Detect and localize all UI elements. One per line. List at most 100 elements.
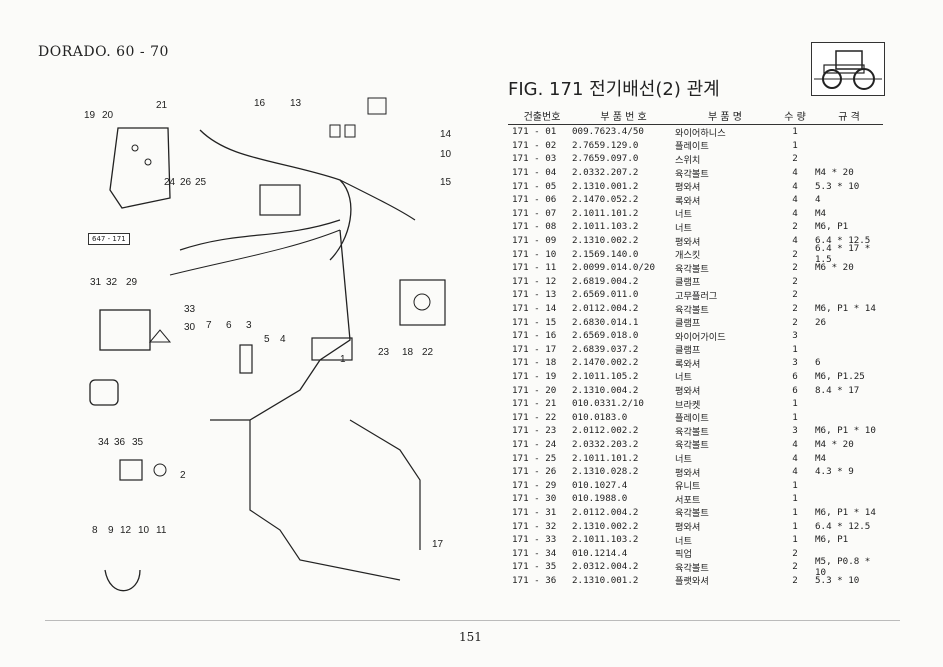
row-part-number: 2.0112.002.2: [572, 425, 639, 437]
row-code: 171 - 03: [512, 153, 557, 165]
callout-7: 7: [206, 320, 212, 331]
row-part-number: 2.6819.004.2: [572, 275, 639, 287]
row-spec: 6.4 * 12.5: [815, 520, 871, 532]
row-part-number: 2.1011.105.2: [572, 370, 639, 382]
row-part-name: 너트: [675, 222, 692, 234]
row-part-number: 2.1310.001.2: [572, 574, 639, 586]
row-spec: 5.3 * 10: [815, 574, 860, 586]
row-spec: M4 * 20: [815, 167, 854, 179]
callout-8: 8: [92, 525, 98, 536]
callout-33: 33: [184, 304, 196, 315]
row-quantity: 2: [792, 303, 798, 315]
row-part-number: 2.7659.129.0: [572, 139, 639, 151]
row-quantity: 2: [792, 221, 798, 233]
footer-divider: [45, 620, 900, 621]
callout-11: 11: [156, 525, 167, 536]
row-part-number: 2.1470.002.2: [572, 357, 639, 369]
row-code: 171 - 31: [512, 506, 557, 518]
callout-15: 15: [440, 177, 452, 188]
callout-12: 12: [120, 525, 132, 536]
row-part-name: 육각볼트: [675, 508, 709, 520]
row-quantity: 1: [792, 398, 798, 410]
row-spec: M6, P1 * 10: [815, 425, 876, 437]
callout-5: 5: [264, 334, 270, 345]
row-part-number: 2.0112.004.2: [572, 303, 639, 315]
row-code: 171 - 06: [512, 194, 557, 206]
row-code: 171 - 36: [512, 574, 557, 586]
row-code: 171 - 26: [512, 466, 557, 478]
callout-10: 10: [440, 149, 452, 160]
row-part-number: 2.1310.001.2: [572, 180, 639, 192]
callout-19: 19: [84, 110, 96, 121]
row-quantity: 3: [792, 357, 798, 369]
row-quantity: 4: [792, 194, 798, 206]
callout-1: 1: [340, 354, 346, 365]
callout-10b: 10: [138, 525, 150, 536]
row-quantity: 1: [792, 139, 798, 151]
row-quantity: 2: [792, 561, 798, 573]
row-quantity: 1: [792, 534, 798, 546]
row-quantity: 1: [792, 343, 798, 355]
row-quantity: 4: [792, 180, 798, 192]
row-quantity: 2: [792, 574, 798, 586]
row-part-name: 와이어가이드: [675, 331, 726, 343]
row-part-name: 클램프: [675, 277, 701, 289]
callout-18: 18: [402, 347, 414, 358]
row-part-number: 2.6569.018.0: [572, 330, 639, 342]
header-code: 건출번호: [523, 111, 561, 123]
row-part-number: 2.0332.203.2: [572, 438, 639, 450]
row-part-name: 브라켓: [675, 399, 701, 411]
row-spec: 6: [815, 357, 821, 369]
callout-13: 13: [290, 98, 302, 109]
row-code: 171 - 14: [512, 303, 557, 315]
figure-title: FIG. 171 전기배선(2) 관계: [508, 79, 720, 100]
row-code: 171 - 12: [512, 275, 557, 287]
callout-30: 30: [184, 322, 196, 333]
figure-code: 647 - 171: [88, 233, 130, 245]
callout-35: 35: [132, 437, 144, 448]
callout-17: 17: [432, 539, 444, 550]
callout-32: 32: [106, 277, 118, 288]
row-quantity: 2: [792, 275, 798, 287]
row-code: 171 - 16: [512, 330, 557, 342]
row-part-name: 육각볼트: [675, 304, 709, 316]
callout-31: 31: [90, 277, 102, 288]
row-part-name: 클램프: [675, 318, 701, 330]
row-quantity: 1: [792, 493, 798, 505]
callout-23: 23: [378, 347, 390, 358]
row-quantity: 1: [792, 506, 798, 518]
callout-21: 21: [156, 100, 168, 111]
row-code: 171 - 20: [512, 384, 557, 396]
row-part-number: 010.0183.0: [572, 411, 628, 423]
row-spec: M5, P0.8 * 10: [815, 555, 871, 578]
row-part-name: 너트: [675, 372, 692, 384]
row-part-name: 플랫와셔: [675, 576, 709, 588]
row-code: 171 - 24: [512, 438, 557, 450]
row-part-name: 평와셔: [675, 236, 701, 248]
row-part-name: 플레이트: [675, 141, 709, 153]
row-part-number: 2.1310.002.2: [572, 235, 639, 247]
row-spec: M4: [815, 452, 827, 464]
row-spec: M6, P1 * 14: [815, 506, 876, 518]
row-code: 171 - 09: [512, 235, 557, 247]
row-spec: 4.3 * 9: [815, 466, 854, 478]
row-part-name: 너트: [675, 454, 692, 466]
callout-22: 22: [422, 347, 434, 358]
